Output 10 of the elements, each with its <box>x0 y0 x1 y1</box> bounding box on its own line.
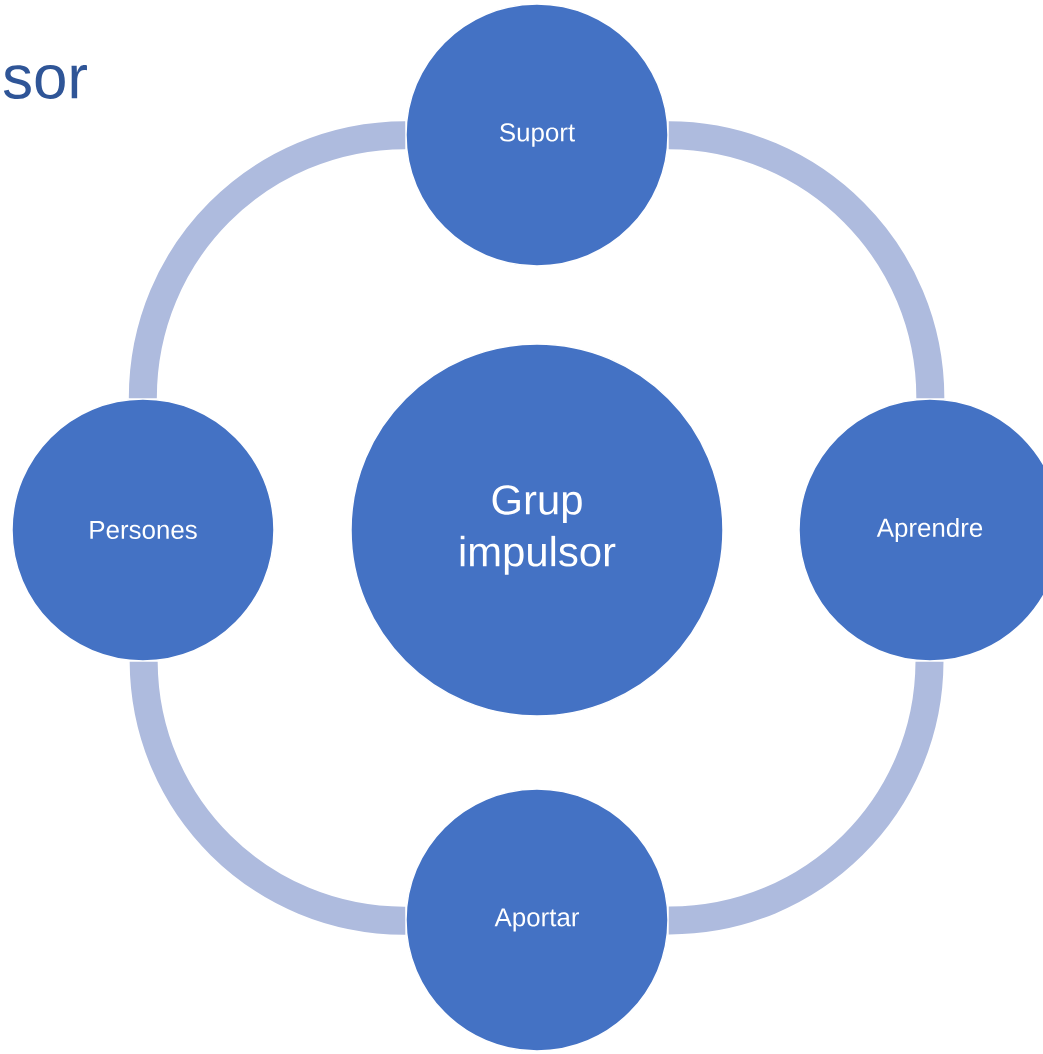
title: sor <box>3 65 87 99</box>
circle-node: Suport <box>405 3 669 267</box>
circle-node: Aprendre <box>798 398 1043 662</box>
ring-arc <box>667 660 944 935</box>
circle-node: Aportar <box>405 788 669 1052</box>
ring-arc <box>128 121 407 400</box>
ring-arc <box>667 121 945 400</box>
circle-node: Persones <box>11 398 275 662</box>
ring-arc <box>129 660 407 935</box>
circle-node: Grup impulsor <box>350 343 724 717</box>
